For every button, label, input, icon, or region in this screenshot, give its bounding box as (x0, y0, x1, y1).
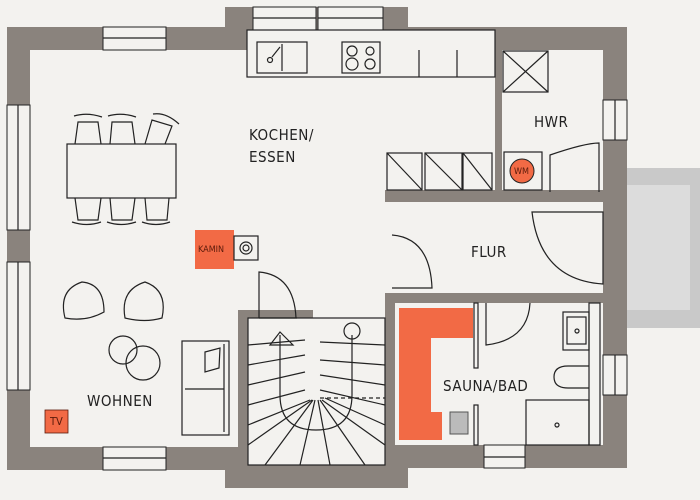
door-hall-left (391, 234, 433, 289)
washing-machine-label: WM (514, 167, 529, 177)
tv-label: TV (49, 415, 63, 428)
door-bath (485, 302, 531, 346)
room-label-sauna-bath: SAUNA/BAD (443, 377, 528, 395)
kitchen-counter (246, 29, 496, 78)
coffee-tables (108, 335, 161, 381)
kitchen-cabinets (386, 152, 493, 191)
room-label-dining: ESSEN (249, 148, 296, 166)
staircase (247, 271, 386, 466)
room-label-utility: HWR (534, 113, 568, 131)
door-utility (549, 142, 600, 192)
room-label-hallway: FLUR (471, 243, 507, 261)
bathroom-fixtures (525, 302, 601, 446)
fireplace-label: KAMIN (198, 245, 224, 255)
sofa (181, 340, 230, 436)
room-label-kitchen: KOCHEN/ (249, 126, 314, 144)
terrace (627, 168, 700, 328)
tv: TV (44, 409, 69, 434)
room-label-living: WOHNEN (87, 392, 153, 410)
sauna (399, 302, 479, 446)
windows (6, 6, 628, 471)
utility-room-fixtures: WM (502, 50, 549, 191)
door-entrance (531, 211, 604, 285)
armchairs (62, 281, 164, 322)
fireplace: KAMIN (195, 230, 259, 269)
dining-table (66, 113, 180, 226)
